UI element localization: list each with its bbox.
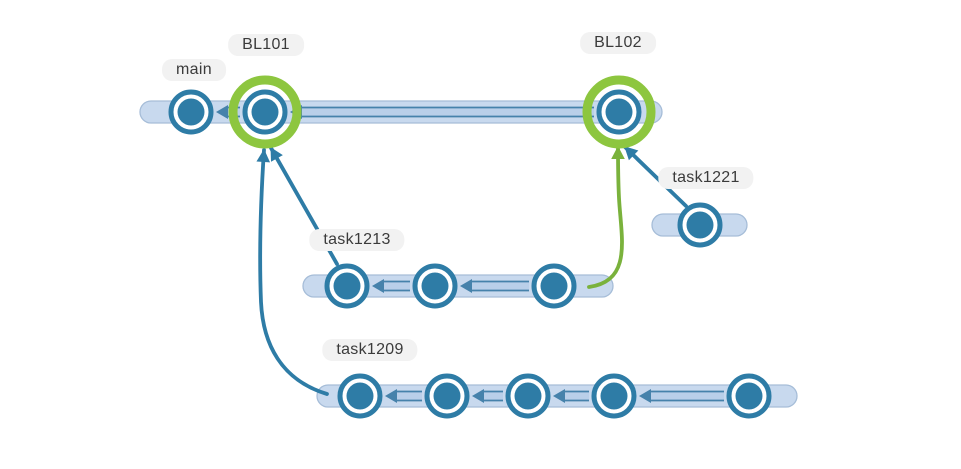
merge-arrow-task1209-to-BL101 [256, 148, 329, 396]
commit-arrow-task1209-4 [639, 389, 724, 403]
release-highlight-ring [582, 75, 656, 149]
commit-node-task1209-4 [726, 373, 772, 419]
merge-arrowhead [256, 149, 271, 163]
commit-arrow-task1209-2 [472, 389, 503, 403]
commit-arrow-task1209-1 [385, 389, 422, 403]
commit-node-main-0 [168, 89, 214, 135]
merge-arrow-task1221-to-BL102 [623, 145, 688, 208]
commit-arrow-task1209-3 [553, 389, 589, 403]
commit-arrow-task1213-2 [460, 279, 529, 293]
commit-arrow-main-2 [290, 105, 594, 119]
commit-node-task1209-0 [337, 373, 383, 419]
commit-arrow-task1213-1 [372, 279, 410, 293]
commit-node-BL102 [582, 75, 656, 149]
commit-node-task1209-2 [505, 373, 551, 419]
merge-arrow-task1213-to-BL101 [269, 146, 339, 266]
commit-node-task1213-1 [412, 263, 458, 309]
commit-node-task1209-1 [424, 373, 470, 419]
merge-arrowhead [611, 146, 625, 160]
merge-arrow-task1213-to-BL102 [587, 145, 625, 289]
merge-arrowhead [270, 147, 283, 162]
commit-node-task1221-0 [677, 202, 723, 248]
commit-node-task1209-3 [591, 373, 637, 419]
release-highlight-ring [228, 75, 302, 149]
commit-node-BL101 [228, 75, 302, 149]
commit-node-task1213-0 [324, 263, 370, 309]
commit-node-task1213-2 [531, 263, 577, 309]
merge-arrowhead [624, 146, 639, 161]
